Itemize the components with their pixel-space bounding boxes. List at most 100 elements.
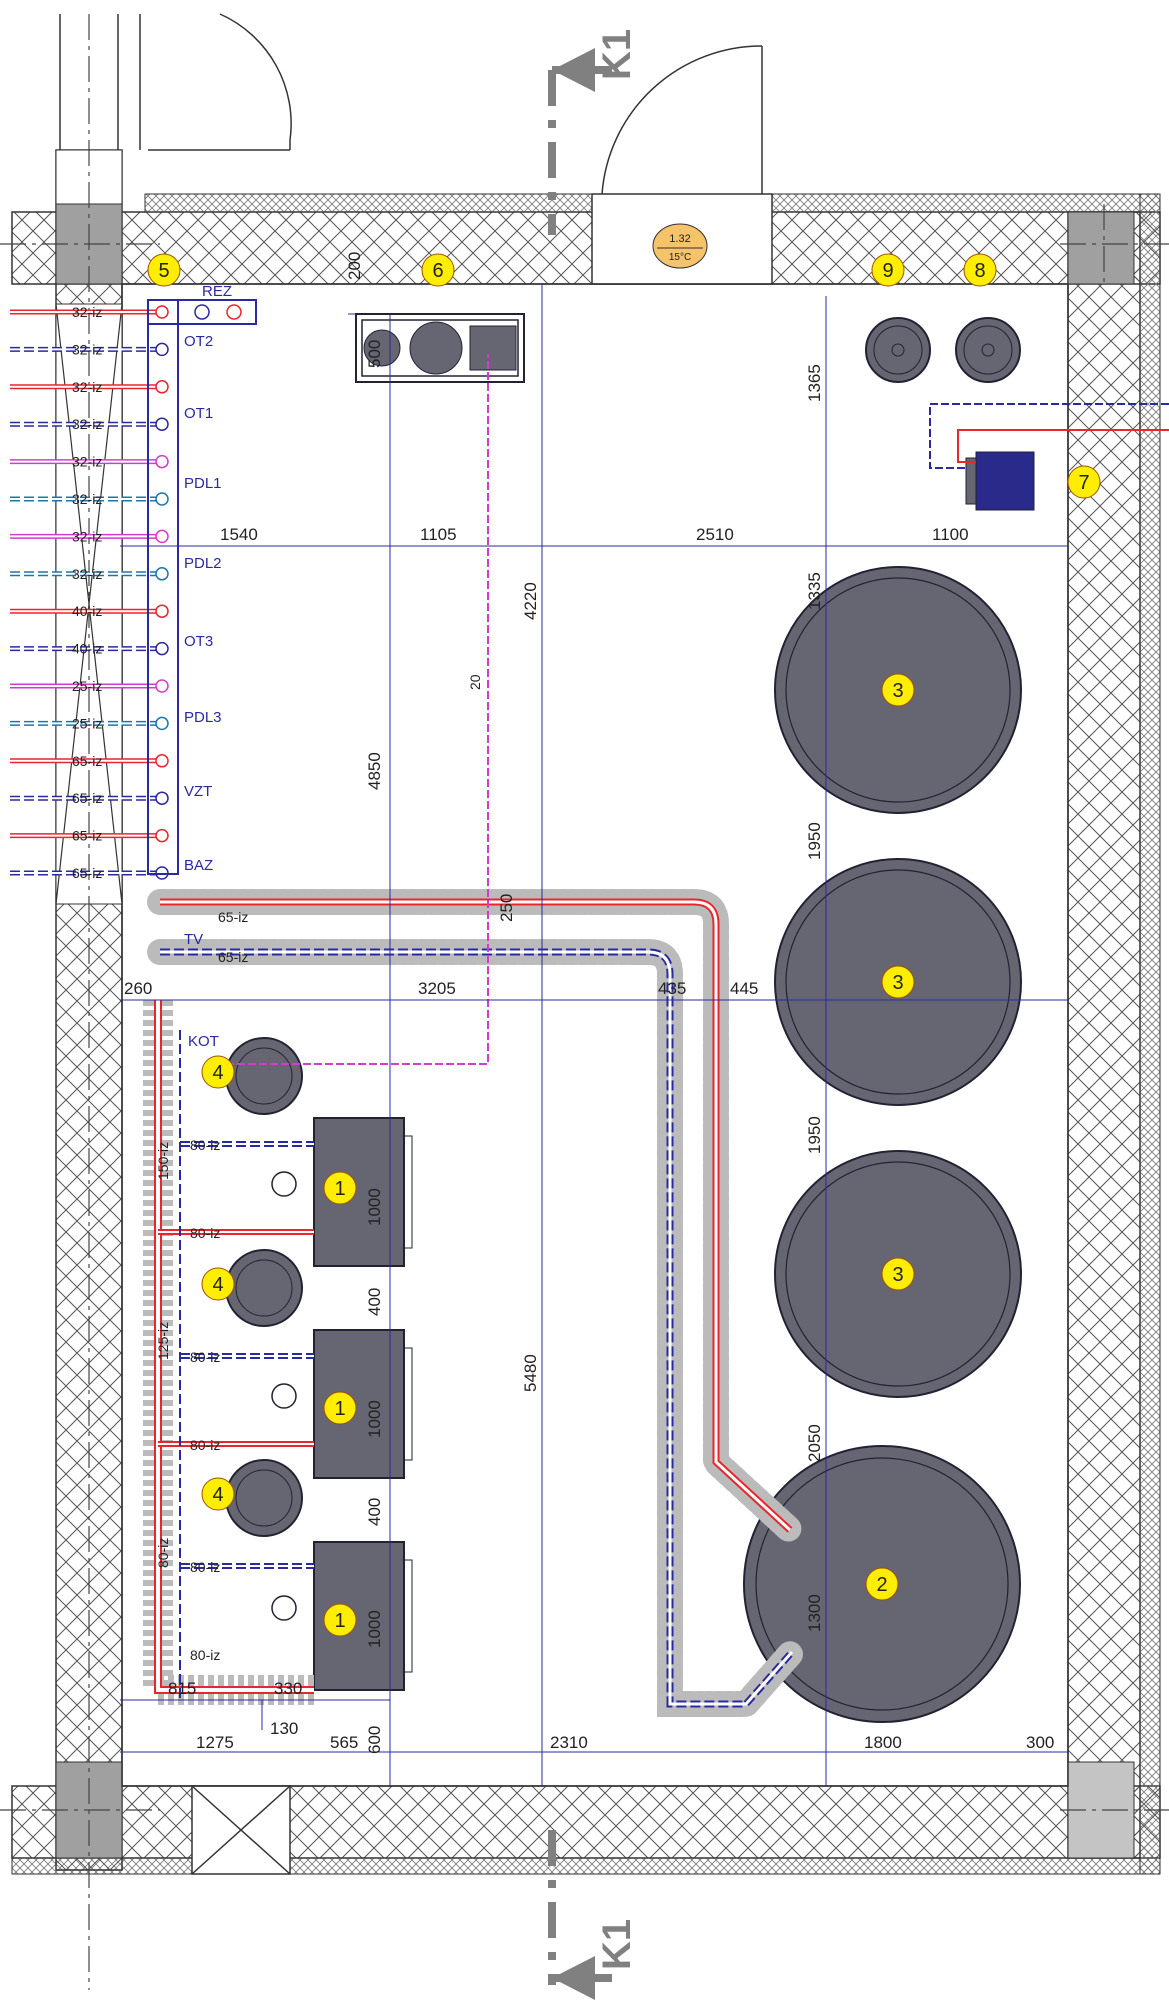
trunk-80-label: 80-iz	[155, 1538, 171, 1568]
svg-text:1950: 1950	[805, 1116, 824, 1154]
marker-1a: 1	[334, 1178, 345, 1200]
manifold-pipe-label: 32-iz	[72, 566, 102, 582]
svg-text:250: 250	[497, 894, 516, 922]
circuit-tv: TV	[184, 931, 203, 948]
boiler-supply-label-2: 80-iz	[190, 1437, 220, 1453]
manifold-valve	[155, 679, 169, 693]
svg-text:400: 400	[365, 1288, 384, 1316]
circuit-pdl1: PDL1	[184, 475, 222, 492]
manifold-pipe-label: 32-iz	[72, 341, 102, 357]
circuit-pdl3: PDL3	[184, 709, 222, 726]
manifold-valve	[155, 791, 169, 805]
circuit-baz: BAZ	[184, 857, 213, 874]
equipment	[225, 313, 1035, 1723]
manifold-pipe-label: 25-iz	[72, 678, 102, 694]
svg-text:445: 445	[730, 979, 758, 998]
room-tag: 1.32 15°C	[652, 223, 708, 269]
circuit-rez: REZ	[202, 283, 232, 300]
boiler-return-label-2: 80-iz	[190, 1349, 220, 1365]
manifold-valve	[155, 641, 169, 656]
manifold-valve	[155, 417, 169, 431]
marker-5: 5	[158, 260, 169, 282]
collector	[147, 299, 257, 875]
svg-text:400: 400	[365, 1498, 384, 1526]
section-cut	[548, 48, 612, 2000]
marker-3b: 3	[892, 972, 903, 994]
marker-3a: 3	[892, 680, 903, 702]
manifold-valve	[155, 529, 169, 544]
svg-text:1100: 1100	[932, 525, 969, 544]
svg-text:3205: 3205	[418, 979, 456, 998]
svg-text:300: 300	[1026, 1733, 1054, 1752]
manifold-pipe-label: 65-iz	[72, 790, 102, 806]
boiler-return-label-1: 80-iz	[190, 1137, 220, 1153]
item-markers: 1 1 1 2 3 3 3 4 4 4 5 6 7 8 9	[147, 253, 1101, 1637]
dimension-lines	[120, 284, 1068, 1786]
svg-text:435: 435	[658, 979, 686, 998]
svg-text:500: 500	[365, 340, 384, 368]
marker-6: 6	[432, 260, 443, 282]
svg-text:1800: 1800	[864, 1733, 902, 1752]
tv-return-label: 65-iz	[218, 949, 248, 965]
manifold-valve	[155, 454, 169, 469]
svg-text:1000: 1000	[365, 1400, 384, 1438]
manifold-pipe-label: 32-iz	[72, 528, 102, 544]
manifold-pipe-label: 40-iz	[72, 603, 102, 619]
marker-7: 7	[1078, 472, 1089, 494]
marker-3c: 3	[892, 1264, 903, 1286]
section-label-bottom: K1	[595, 1919, 639, 1970]
trunk-150-label: 150-iz	[155, 1142, 171, 1180]
marker-2: 2	[876, 1574, 887, 1596]
svg-text:260: 260	[124, 979, 152, 998]
manifold-valve	[155, 567, 169, 581]
marker-8: 8	[974, 260, 985, 282]
manifold-valve	[155, 716, 169, 731]
manifold-valve	[155, 380, 169, 394]
svg-text:1300: 1300	[805, 1594, 824, 1632]
svg-text:2510: 2510	[696, 525, 734, 544]
manifold-pipe-label: 32-iz	[72, 379, 102, 395]
svg-text:1000: 1000	[365, 1188, 384, 1226]
boiler-supply-label-1: 80-iz	[190, 1225, 220, 1241]
svg-text:4220: 4220	[521, 582, 540, 620]
svg-text:5480: 5480	[521, 1354, 540, 1392]
svg-text:600: 600	[365, 1726, 384, 1754]
circuit-ot2: OT2	[184, 333, 213, 350]
manifold-labels: 32-iz 32-iz 32-iz 32-iz 32-iz 32-iz 32-iz 32-iz…	[72, 304, 102, 881]
circuit-vzt: VZT	[184, 783, 212, 800]
grid-axes	[0, 14, 1169, 1990]
svg-text:1950: 1950	[805, 822, 824, 860]
manifold-pipe-label: 25-iz	[72, 715, 102, 731]
circuit-ot1: OT1	[184, 405, 213, 422]
marker-1c: 1	[334, 1610, 345, 1632]
svg-text:130: 130	[270, 1719, 298, 1738]
manifold-pipe-label: 65-iz	[72, 828, 102, 844]
manifold-pipe-label: 32-iz	[72, 454, 102, 470]
manifold-pipe-label: 32-iz	[72, 304, 102, 320]
manifold-valve	[155, 754, 169, 768]
trunk-125-label: 125-iz	[155, 1322, 171, 1360]
room-temp: 15°C	[669, 252, 691, 263]
svg-text:330: 330	[274, 1679, 302, 1698]
svg-text:4850: 4850	[365, 752, 384, 790]
svg-text:1540: 1540	[220, 525, 258, 544]
svg-text:2050: 2050	[805, 1424, 824, 1462]
manifold-valve	[155, 828, 169, 843]
svg-text:1105: 1105	[420, 525, 457, 544]
manifold-pipe-label: 32-iz	[72, 416, 102, 432]
manifold-pipes	[10, 305, 169, 880]
svg-text:1335: 1335	[805, 572, 824, 610]
marker-4a: 4	[212, 1062, 223, 1084]
svg-text:200: 200	[345, 252, 364, 280]
marker-1b: 1	[334, 1398, 345, 1420]
marker-4c: 4	[212, 1484, 223, 1506]
marker-9: 9	[882, 260, 893, 282]
svg-text:815: 815	[168, 1679, 196, 1698]
doors	[59, 13, 763, 195]
manifold-valve	[155, 305, 169, 319]
circuit-kot: KOT	[188, 1033, 219, 1050]
manifold-pipe-label: 32-iz	[72, 491, 102, 507]
section-label-top: K1	[595, 29, 639, 80]
manifold-valve	[155, 492, 169, 506]
manifold-pipe-label: 40-iz	[72, 641, 102, 657]
